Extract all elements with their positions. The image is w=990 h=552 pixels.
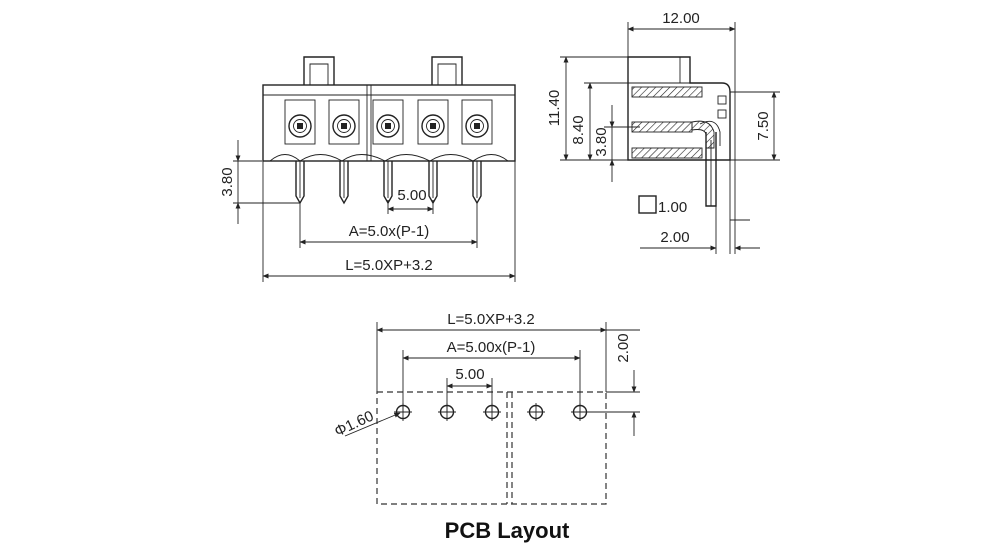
side-section-top (631, 86, 703, 98)
front-pin (295, 161, 305, 205)
side-total-height-dim: 11.40 (546, 90, 563, 126)
pin-square-symbol (638, 195, 657, 214)
pcb-layout-view: L=5.0XP+3.2 A=5.00x(P-1) 5.00 Φ1.60 2.00… (332, 311, 640, 543)
front-bottom-contour (269, 154, 509, 162)
pcb-outline (376, 391, 607, 505)
pcb-hole-diameter-dim: Φ1.60 (332, 408, 376, 441)
front-screw-terminal (461, 99, 493, 145)
pcb-hole-group (394, 403, 589, 421)
side-pin-setback-dim: 2.00 (660, 229, 689, 246)
front-lock-tab-left (303, 56, 335, 85)
front-overall-length-dim: L=5.0XP+3.2 (345, 257, 433, 274)
front-pin-group (295, 161, 482, 205)
side-section-bottom (631, 147, 703, 159)
front-screw-terminal (417, 99, 449, 145)
front-screw-terminal (372, 99, 404, 145)
front-pin-height-dim: 3.80 (219, 167, 236, 196)
side-body-height-dim: 8.40 (570, 115, 587, 144)
pcb-layout-title: PCB Layout (445, 518, 570, 543)
front-pin (428, 161, 438, 205)
front-screw-terminal (284, 99, 316, 145)
side-pin-offset-dim: 3.80 (593, 127, 610, 156)
front-pin (339, 161, 349, 205)
side-depth-dim: 12.00 (662, 10, 700, 27)
pcb-pitch-dim: 5.00 (455, 366, 484, 383)
pcb-overall-length-dim: L=5.0XP+3.2 (447, 311, 535, 328)
pcb-pin-span-dim: A=5.00x(P-1) (447, 339, 536, 356)
side-view: 12.00 11.40 8.40 3.80 7.50 1.00 2.00 (546, 10, 780, 254)
front-pin-span-dim: A=5.0x(P-1) (349, 223, 429, 240)
side-section-mid (631, 121, 693, 133)
front-pin (383, 161, 393, 205)
front-housing-outline (262, 84, 516, 162)
front-pin (472, 161, 482, 205)
pcb-hole (527, 403, 545, 421)
side-housing-outline (627, 56, 731, 161)
front-pitch-dim: 5.00 (397, 187, 426, 204)
side-right-height-dim: 7.50 (755, 111, 772, 140)
pcb-edge-offset-dim: 2.00 (615, 333, 632, 362)
front-screw-group (284, 99, 493, 145)
front-lock-tab-right (431, 56, 463, 85)
front-view: 3.80 5.00 A=5.0x(P-1) L=5.0XP+3.2 (219, 56, 516, 282)
front-screw-terminal (328, 99, 360, 145)
side-pin-square-dim: 1.00 (658, 199, 687, 216)
